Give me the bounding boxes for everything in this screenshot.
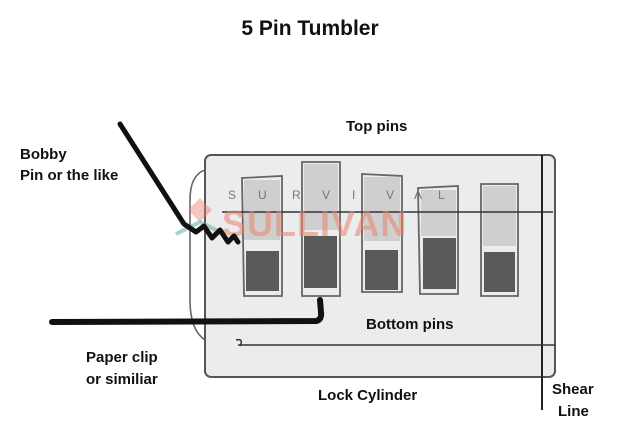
watermark-letter: S — [228, 188, 238, 202]
top-pin-5 — [483, 186, 516, 246]
bobby-pin — [117, 121, 241, 245]
bottom-pin-5 — [484, 252, 515, 292]
bottom-pin-1 — [246, 251, 279, 291]
watermark-letter: A — [414, 188, 424, 202]
top-pins — [244, 164, 516, 246]
paper-clip-label-line1: Paper clip — [86, 349, 158, 366]
watermark-word: SULLIVAN — [222, 203, 407, 244]
bobby-pin-label-line2: Pin or the like — [20, 167, 119, 184]
shear-line-label-line1: Shear — [552, 381, 594, 398]
watermark-letter: U — [258, 188, 269, 202]
watermark-logo-icon — [188, 198, 212, 222]
top-pin-4 — [421, 190, 456, 236]
key-channel-hook — [235, 338, 243, 347]
shear-line-label-line2: Line — [558, 403, 589, 420]
diagram-title: 5 Pin Tumbler — [241, 17, 379, 40]
watermark-letter: L — [438, 188, 447, 202]
watermark-letter: I — [352, 188, 357, 202]
paper-clip-label-line2: or similiar — [86, 371, 158, 388]
top-pin-1 — [244, 180, 280, 240]
keyway-curve — [189, 169, 206, 341]
bottom-pins — [246, 236, 515, 292]
watermark-letter: R — [292, 188, 303, 202]
lock-cylinder-label: Lock Cylinder — [318, 387, 418, 404]
watermark-letter: V — [386, 188, 396, 202]
watermark-letter: V — [322, 188, 332, 202]
pin-chambers — [241, 161, 519, 297]
paper-clip — [49, 297, 325, 325]
top-pin-3 — [364, 177, 400, 241]
top-pins-label: Top pins — [346, 118, 408, 135]
bobby-pin-label-line1: Bobby — [20, 146, 67, 163]
top-pin-2 — [304, 164, 338, 230]
bottom-pin-3 — [365, 250, 398, 290]
bottom-pin-2 — [304, 236, 337, 288]
bottom-pin-4 — [423, 238, 456, 289]
bottom-pins-label: Bottom pins — [366, 316, 454, 333]
